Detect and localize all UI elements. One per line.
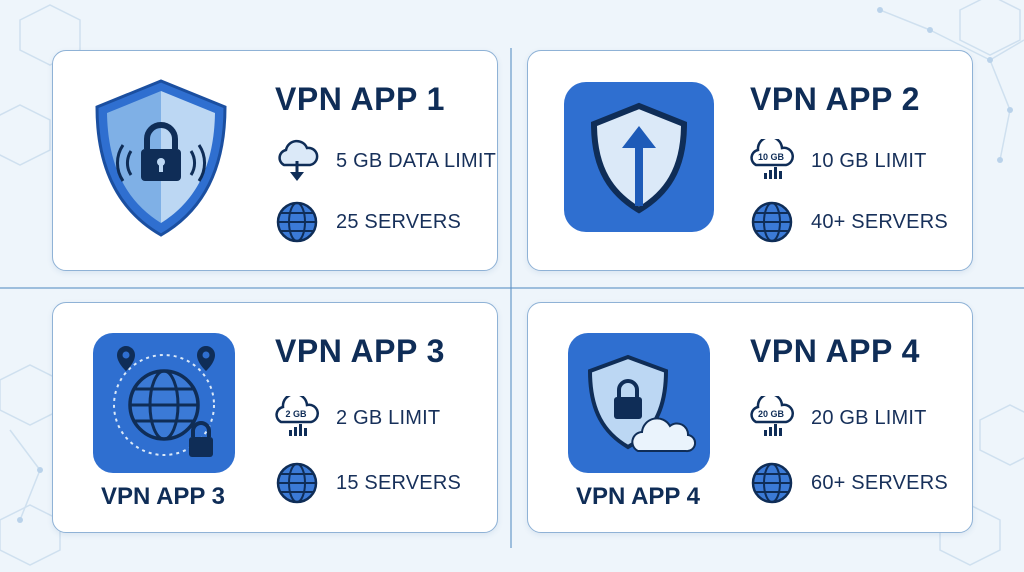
horizontal-divider bbox=[0, 287, 1024, 289]
servers-feature: 15 SERVERS bbox=[272, 460, 461, 506]
card-title: VPN APP 1 bbox=[275, 81, 445, 117]
globe-pins-lock-icon bbox=[93, 333, 235, 473]
cloud-badge: 2 GB bbox=[285, 409, 307, 419]
shield-lock-icon bbox=[95, 79, 227, 237]
data-limit-feature: 5 GB DATA LIMIT bbox=[272, 138, 496, 184]
vpn-app-card-4[interactable]: VPN APP 4 VPN APP 4 20 GB 20 GB LIMIT 60… bbox=[527, 302, 973, 533]
servers-feature: 40+ SERVERS bbox=[747, 199, 948, 245]
vpn-app-card-3[interactable]: VPN APP 3 VPN APP 3 2 GB 2 GB LIMIT 15 S… bbox=[52, 302, 498, 533]
servers-text: 25 SERVERS bbox=[336, 210, 462, 233]
cloud-badge: 10 GB bbox=[758, 152, 785, 162]
cloud-download-icon bbox=[272, 138, 322, 184]
servers-text: 40+ SERVERS bbox=[811, 210, 948, 233]
cloud-data-icon: 10 GB bbox=[747, 138, 797, 184]
cloud-badge: 20 GB bbox=[758, 409, 785, 419]
servers-feature: 60+ SERVERS bbox=[747, 460, 948, 506]
servers-text: 60+ SERVERS bbox=[811, 471, 948, 494]
card-title: VPN APP 3 bbox=[275, 333, 445, 369]
card-title: VPN APP 2 bbox=[750, 81, 920, 117]
data-limit-feature: 10 GB 10 GB LIMIT bbox=[747, 138, 927, 184]
data-limit-feature: 20 GB 20 GB LIMIT bbox=[747, 395, 927, 441]
vpn-app-card-1[interactable]: VPN APP 1 5 GB DATA LIMIT 25 SERVERS bbox=[52, 50, 498, 271]
shield-lock-cloud-icon bbox=[568, 333, 710, 473]
data-limit-text: 5 GB DATA LIMIT bbox=[336, 149, 497, 172]
vertical-divider bbox=[510, 48, 512, 548]
servers-feature: 25 SERVERS bbox=[272, 199, 461, 245]
card-title: VPN APP 4 bbox=[750, 333, 920, 369]
vpn-app-card-2[interactable]: VPN APP 2 10 GB 10 GB LIMIT 40+ SERVERS bbox=[527, 50, 973, 271]
shield-arrow-up-icon bbox=[564, 82, 714, 232]
data-limit-text: 2 GB LIMIT bbox=[336, 406, 441, 429]
tile-label: VPN APP 3 bbox=[100, 483, 226, 510]
cloud-data-icon: 20 GB bbox=[747, 395, 797, 441]
cloud-data-icon: 2 GB bbox=[272, 395, 322, 441]
globe-icon bbox=[747, 460, 797, 506]
servers-text: 15 SERVERS bbox=[336, 471, 462, 494]
globe-icon bbox=[272, 460, 322, 506]
data-limit-text: 10 GB LIMIT bbox=[811, 149, 927, 172]
tile-label: VPN APP 4 bbox=[575, 483, 701, 510]
globe-icon bbox=[747, 199, 797, 245]
globe-icon bbox=[272, 199, 322, 245]
data-limit-feature: 2 GB 2 GB LIMIT bbox=[272, 395, 440, 441]
data-limit-text: 20 GB LIMIT bbox=[811, 406, 927, 429]
